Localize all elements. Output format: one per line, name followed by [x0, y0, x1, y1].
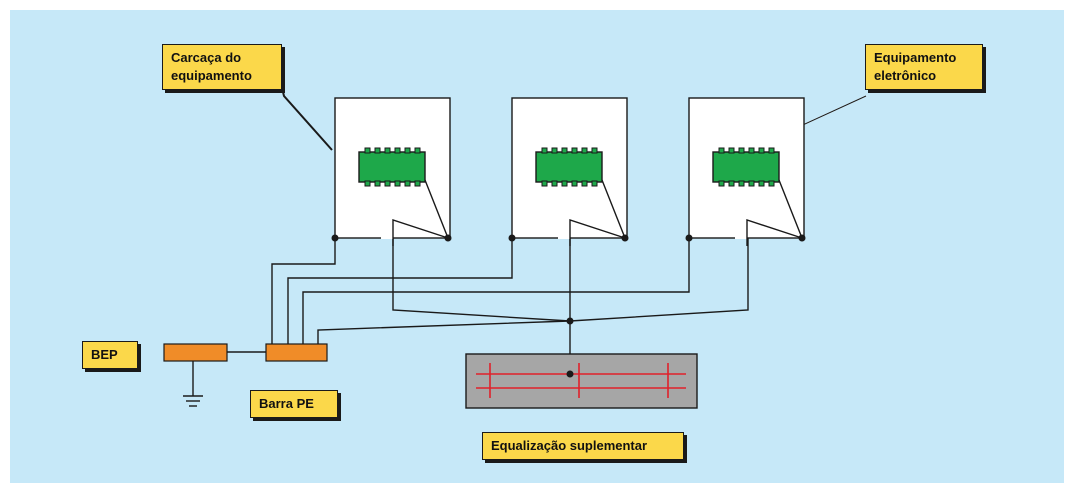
chip-pin-bottom [758, 180, 765, 187]
equipment-1-pe-loop [392, 219, 449, 246]
label-supplementary-equalization: Equalização suplementar [482, 432, 684, 460]
pe-bar [265, 343, 328, 362]
chip-pin-top [718, 147, 725, 154]
label-equipment-housing-line2: equipamento [171, 68, 252, 83]
chip-pin-top [728, 147, 735, 154]
chip-pin-top [414, 147, 421, 154]
label-pe-bar-text: Barra PE [259, 396, 314, 411]
label-equipment-housing: Carcaça do equipamento [162, 44, 282, 90]
chip-pin-bottom [541, 180, 548, 187]
common-node [566, 317, 574, 325]
chip-pin-bottom [748, 180, 755, 187]
chip-pin-bottom [394, 180, 401, 187]
equipment-1-chip-lead [424, 179, 449, 239]
wire-housing-1 [271, 238, 336, 344]
equalization-node [566, 370, 574, 378]
label-bep-text: BEP [91, 347, 118, 362]
chip-pin-top [364, 147, 371, 154]
chip-pin-top [561, 147, 568, 154]
chip-pin-bottom [591, 180, 598, 187]
chip-pin-bottom [571, 180, 578, 187]
label-electronic-equipment-line2: eletrônico [874, 68, 937, 83]
chip-body [358, 151, 426, 183]
label-bep: BEP [82, 341, 138, 369]
chip-body [535, 151, 603, 183]
equipment-1-chip-icon [358, 147, 426, 187]
chip-pin-top [551, 147, 558, 154]
chip-pin-top [374, 147, 381, 154]
chip-pin-bottom [768, 180, 775, 187]
chip-pin-top [581, 147, 588, 154]
bars [163, 343, 698, 409]
equipment-2-pe-loop [569, 219, 626, 246]
ground-icon [183, 361, 203, 407]
chip-pin-top [541, 147, 548, 154]
equipment-enclosures [334, 97, 805, 246]
chip-pin-bottom [718, 180, 725, 187]
equipment-3-pe-loop [746, 219, 803, 246]
bep-bar [163, 343, 228, 362]
chip-body [712, 151, 780, 183]
equipment-1-housing-node [331, 234, 339, 242]
equipment-2-chip-icon [535, 147, 603, 187]
chip-pin-top [571, 147, 578, 154]
chip-pin-bottom [414, 180, 421, 187]
label-electronic-equipment-line1: Equipamento [874, 50, 957, 65]
chip-pin-bottom [384, 180, 391, 187]
equipment-2-housing-node [508, 234, 516, 242]
equipment-1-pe-node [444, 234, 452, 242]
equipment-3-housing [688, 97, 805, 246]
equipment-3-chip-lead [778, 179, 803, 239]
chip-pin-bottom [561, 180, 568, 187]
wire-housing-3 [302, 238, 690, 344]
chip-pin-top [768, 147, 775, 154]
chip-pin-top [404, 147, 411, 154]
chip-pin-top [758, 147, 765, 154]
junction-points [331, 234, 806, 378]
leader-equipment-housing [281, 87, 333, 151]
equipment-2-pe-node [621, 234, 629, 242]
chip-pin-bottom [551, 180, 558, 187]
chip-pin-bottom [728, 180, 735, 187]
equipment-3-housing-node [685, 234, 693, 242]
wire-pe-3 [569, 238, 749, 322]
equipment-3-pe-node [798, 234, 806, 242]
supplementary-equalization-block [465, 353, 698, 409]
chip-pin-bottom [374, 180, 381, 187]
label-supplementary-equalization-text: Equalização suplementar [491, 438, 648, 453]
chip-pin-bottom [364, 180, 371, 187]
equipment-2-housing [511, 97, 628, 246]
chip-pin-bottom [404, 180, 411, 187]
wire-pe-1 [392, 238, 571, 322]
chip-pin-bottom [738, 180, 745, 187]
equipment-3-chip-icon [712, 147, 780, 187]
wiring [183, 87, 867, 407]
label-equipment-housing-line1: Carcaça do [171, 50, 242, 65]
chip-pin-top [394, 147, 401, 154]
chip-pin-bottom [581, 180, 588, 187]
label-pe-bar: Barra PE [250, 390, 338, 418]
chip-pin-top [384, 147, 391, 154]
equipment-1-housing [334, 97, 451, 246]
chip-pin-top [748, 147, 755, 154]
wire-common-to-pe-bar [317, 320, 571, 344]
label-electronic-equipment: Equipamento eletrônico [865, 44, 983, 90]
chip-pin-top [591, 147, 598, 154]
equalization-plate [465, 353, 698, 409]
equipment-2-chip-lead [601, 179, 626, 239]
chip-pin-top [738, 147, 745, 154]
wire-housing-2 [287, 238, 513, 344]
